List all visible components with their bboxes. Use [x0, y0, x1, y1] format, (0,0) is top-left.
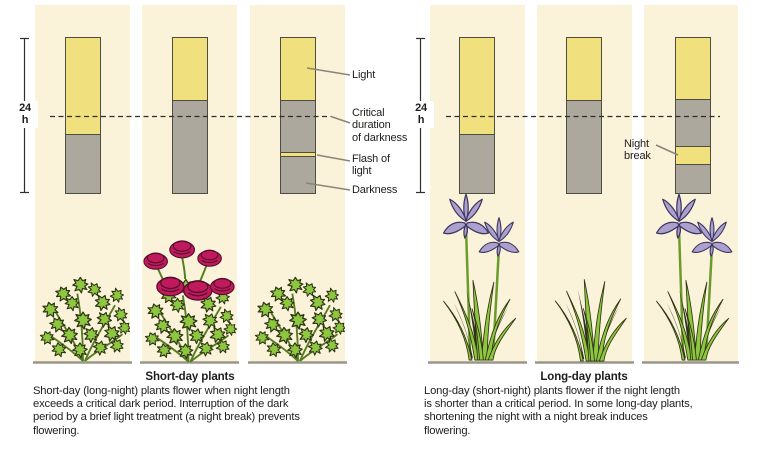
caption-line: exceeds a critical dark period. Interrup… — [33, 398, 289, 411]
night-break-label: Night break — [624, 138, 651, 163]
night-break-segment — [676, 146, 710, 164]
photoperiod-bar-short-day-1 — [65, 37, 101, 194]
light-segment — [66, 38, 100, 134]
long-day-plants-heading: Long-day plants — [540, 371, 628, 383]
photoperiod-bar-long-day-3 — [675, 37, 711, 194]
label-line: Flash of — [352, 153, 390, 165]
photoperiod-bar-long-day-2 — [566, 37, 602, 194]
photoperiod-bar-long-day-1 — [459, 37, 495, 194]
darkness-label: Darkness — [352, 184, 398, 196]
light-segment — [460, 38, 494, 134]
light-label: Light — [352, 69, 376, 81]
label-line: Night — [624, 138, 649, 150]
flash-of-light-segment — [281, 152, 315, 156]
chrysanthemum-vegetative-illustration — [36, 257, 130, 363]
caption-line: flowering. — [33, 424, 80, 437]
darkness-segment — [676, 99, 710, 146]
bracket-24h-label-left: 24 h — [12, 101, 38, 128]
photoperiod-bar-short-day-2 — [172, 37, 208, 194]
label-line: duration — [352, 119, 391, 132]
caption-line: flowering. — [424, 424, 471, 437]
long-day-caption: Long-day (short-night) plants flower if … — [424, 385, 693, 438]
iris-flowering-illustration — [433, 191, 525, 363]
darkness-segment — [281, 100, 315, 152]
chrysanthemum-vegetative-illustration — [251, 257, 345, 363]
darkness-segment — [460, 134, 494, 193]
darkness-segment — [676, 164, 710, 193]
bracket-unit: h — [417, 113, 425, 126]
darkness-segment — [281, 156, 315, 193]
caption-line: shortening the night with a night break … — [424, 411, 648, 424]
bracket-value: 24 — [415, 102, 427, 114]
caption-line: Short-day (long-night) plants flower whe… — [33, 385, 290, 397]
light-segment — [173, 38, 207, 100]
iris-vegetative-illustration — [554, 279, 627, 362]
caption-line: is shorter than a critical period. In so… — [424, 398, 693, 411]
caption-line: Long-day (short-night) plants flower if … — [424, 385, 680, 397]
label-line: light — [352, 165, 372, 178]
light-segment — [676, 38, 710, 99]
light-segment — [567, 38, 601, 100]
callout-leader-lines — [305, 67, 679, 191]
flash-of-light-label: Flash of light — [352, 153, 390, 178]
bracket-24h-label-right: 24 h — [408, 101, 434, 128]
darkness-segment — [173, 100, 207, 193]
bracket-value: 24 — [19, 102, 31, 114]
chrysanthemum-flowering-illustration — [140, 234, 238, 363]
label-line: of darkness — [352, 131, 408, 144]
darkness-segment — [66, 134, 100, 193]
darkness-segment — [567, 100, 601, 193]
critical-duration-label: Critical duration of darkness — [352, 107, 407, 144]
short-day-caption: Short-day (long-night) plants flower whe… — [33, 385, 300, 438]
caption-line: period by a brief light treatment (a nig… — [33, 411, 300, 424]
iris-flowering-illustration — [646, 191, 738, 363]
label-line: break — [624, 150, 651, 163]
label-line: Critical — [352, 107, 385, 119]
bracket-unit: h — [21, 113, 29, 126]
short-day-plants-heading: Short-day plants — [145, 371, 235, 383]
